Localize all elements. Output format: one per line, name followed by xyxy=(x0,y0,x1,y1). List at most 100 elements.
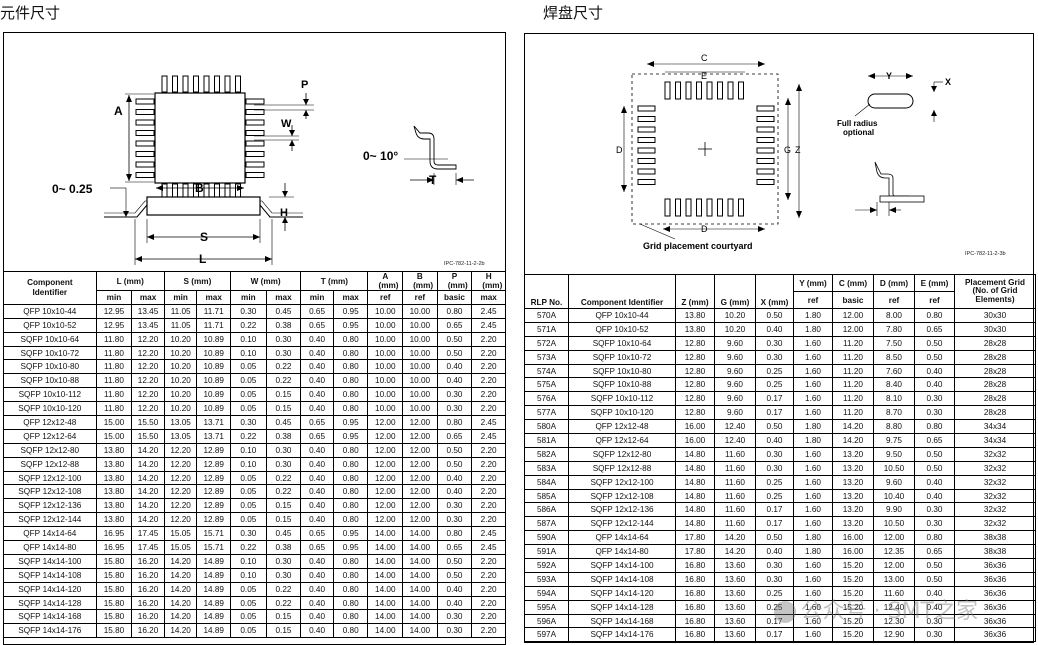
value-cell: 12.89 xyxy=(196,442,232,458)
component-identifier-cell: SQFP 14x14-108 xyxy=(3,567,97,583)
value-cell: 12.89 xyxy=(196,470,232,486)
value-cell: 0.05 xyxy=(230,623,267,639)
lead xyxy=(135,151,155,157)
bottom-leads xyxy=(161,183,241,201)
bottom-pads xyxy=(664,198,744,217)
value-cell: 11.80 xyxy=(95,373,133,389)
pad xyxy=(756,105,775,112)
value-cell: 16.20 xyxy=(131,609,165,625)
value-cell: 0.45 xyxy=(265,303,302,319)
component-identifier-cell: SQFP 12x12-108 xyxy=(3,484,97,500)
value-cell: 0.80 xyxy=(332,553,369,569)
value-cell: 1.60 xyxy=(793,627,833,643)
label-h: H xyxy=(280,207,288,219)
value-cell: 11.05 xyxy=(163,303,198,319)
value-cell: 0.40 xyxy=(300,553,334,569)
value-cell: 10.00 xyxy=(402,373,438,389)
lead xyxy=(135,109,155,115)
value-cell: 2.20 xyxy=(471,373,506,389)
value-cell: 2.20 xyxy=(471,470,506,486)
sub-header-d: ref xyxy=(873,291,915,309)
value-cell: 8.70 xyxy=(873,405,915,421)
value-cell: 0.80 xyxy=(332,345,369,361)
value-cell: 0.40 xyxy=(436,581,473,597)
value-cell: 16.80 xyxy=(675,599,715,615)
value-cell: 0.30 xyxy=(265,442,302,458)
value-cell: 0.40 xyxy=(300,609,334,625)
value-cell: 0.80 xyxy=(332,567,369,583)
value-cell: 0.10 xyxy=(230,553,267,569)
col-header-l: L (mm) xyxy=(95,271,165,291)
sub-header-cell: basic xyxy=(436,290,473,305)
lead xyxy=(245,140,265,147)
value-cell: 10.20 xyxy=(714,321,756,337)
value-cell: 11.60 xyxy=(714,488,756,504)
value-cell: 0.40 xyxy=(300,387,334,403)
value-cell: 13.20 xyxy=(832,516,874,532)
pad xyxy=(756,137,775,143)
value-cell: 2.45 xyxy=(471,540,506,555)
sub-header-cell: ref xyxy=(367,290,404,305)
value-cell: 0.10 xyxy=(230,442,267,458)
value-cell: 0.38 xyxy=(265,317,302,333)
value-cell: 0.30 xyxy=(914,405,955,421)
value-cell: 16.80 xyxy=(675,627,715,643)
value-cell: 0.80 xyxy=(332,331,369,347)
value-cell: 12.89 xyxy=(196,512,232,528)
value-cell: 12.00 xyxy=(367,456,404,472)
value-cell: 14.20 xyxy=(131,442,165,458)
value-cell: 13.05 xyxy=(163,415,198,430)
component-identifier-cell: SQFP 14x14-120 xyxy=(3,581,97,597)
value-cell: 12.00 xyxy=(832,321,874,337)
value-cell: 1.60 xyxy=(793,488,833,504)
value-cell: 0.50 xyxy=(914,571,955,587)
value-cell: 13.60 xyxy=(714,571,756,587)
value-cell: 9.60 xyxy=(714,363,756,379)
value-cell: 14.89 xyxy=(196,595,232,611)
value-cell: 0.65 xyxy=(436,317,473,333)
value-cell: 13.20 xyxy=(832,446,874,462)
pad xyxy=(756,168,775,175)
rlp-number-cell: 581A xyxy=(524,433,569,448)
component-dimensions-panel: A B P W 0~ 0.25 H xyxy=(3,32,506,645)
value-cell: 0.30 xyxy=(436,387,473,403)
sub-header-cell: min xyxy=(300,290,334,305)
value-cell: 0.30 xyxy=(265,345,302,361)
value-cell: 12.00 xyxy=(367,442,404,458)
value-cell: 0.30 xyxy=(436,512,473,528)
land-pattern-table: RLP No. Component Identifier Z (mm) G (m… xyxy=(524,274,1036,643)
value-cell: 0.80 xyxy=(436,303,473,319)
value-cell: 0.17 xyxy=(755,502,794,518)
value-cell: 32x32 xyxy=(954,460,1036,476)
pad xyxy=(675,81,681,100)
value-cell: 32x32 xyxy=(954,474,1036,490)
value-cell: 2.45 xyxy=(471,526,506,542)
col-header-component: Component Identifier xyxy=(568,274,676,309)
value-cell: 38x38 xyxy=(954,530,1036,546)
value-cell: 10.89 xyxy=(196,387,232,403)
pad xyxy=(706,81,713,100)
value-cell: 12.00 xyxy=(367,470,404,486)
pad xyxy=(738,198,744,217)
value-cell: 34x34 xyxy=(954,433,1036,448)
value-cell: 10.50 xyxy=(873,516,915,532)
value-cell: 0.50 xyxy=(436,345,473,361)
value-cell: 0.80 xyxy=(332,359,369,375)
value-cell: 11.80 xyxy=(95,387,133,403)
value-cell: 15.80 xyxy=(95,609,133,625)
value-cell: 32x32 xyxy=(954,488,1036,504)
value-cell: 12.20 xyxy=(163,456,198,472)
component-identifier-cell: SQFP 10x10-80 xyxy=(3,359,97,375)
value-cell: 12.00 xyxy=(367,484,404,500)
label-c: C xyxy=(701,53,708,63)
value-cell: 14.80 xyxy=(675,460,715,476)
value-cell: 14.00 xyxy=(402,553,438,569)
value-cell: 11.20 xyxy=(832,405,874,421)
value-cell: 0.22 xyxy=(230,428,267,444)
value-cell: 0.40 xyxy=(436,373,473,389)
